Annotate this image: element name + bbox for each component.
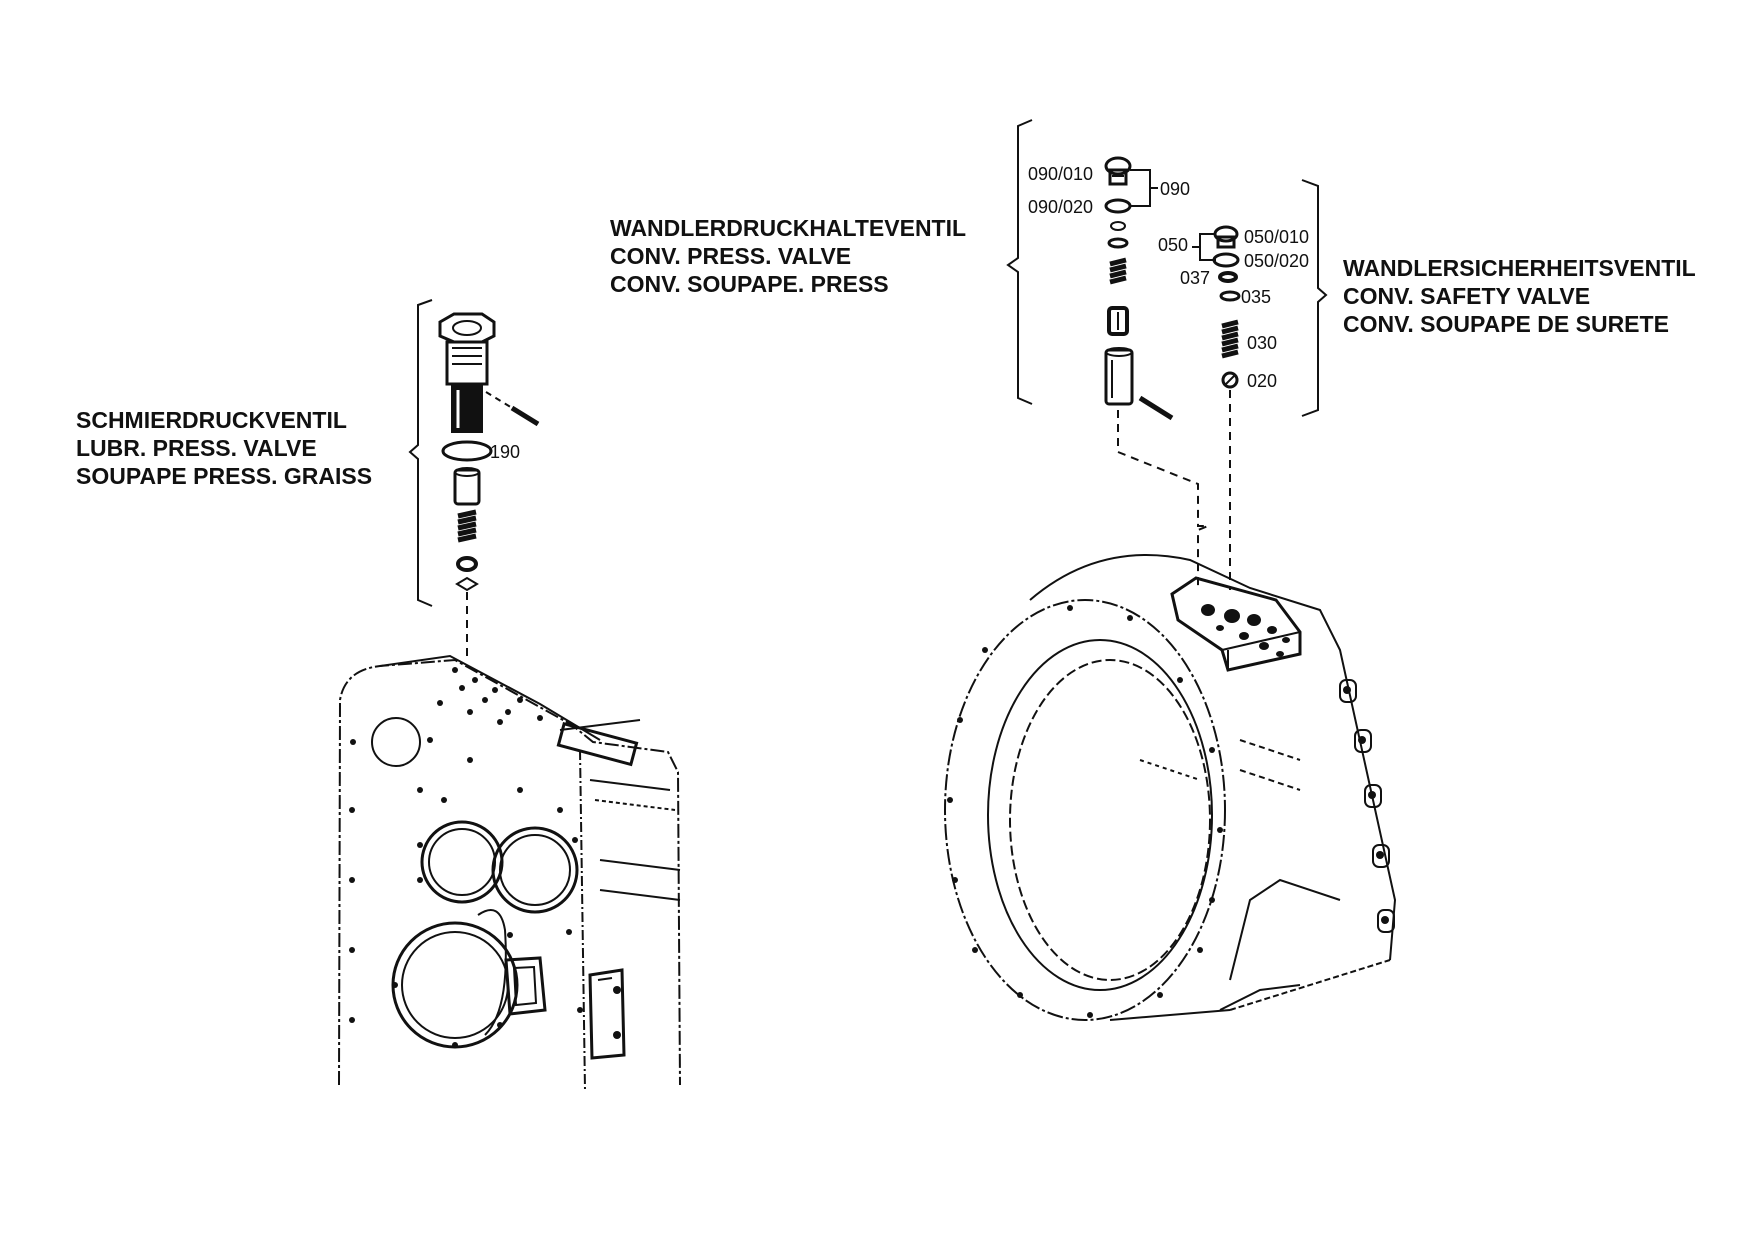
conv-press-washer-part xyxy=(1107,237,1129,249)
lubr-label-de: SCHMIERDRUCKVENTIL xyxy=(76,407,347,433)
conv-safety-label-fr: CONV. SOUPAPE DE SURETE xyxy=(1343,311,1669,337)
conv-press-small-ring-part xyxy=(1110,221,1126,231)
callout-050: 050 xyxy=(1158,235,1189,255)
left-transmission-housing xyxy=(338,654,681,1091)
conv-press-assembly-line xyxy=(1117,410,1209,590)
lubr-valve-spring-part xyxy=(457,509,477,543)
conv-safety-ball-020-part xyxy=(1221,371,1239,389)
right-converter-housing xyxy=(944,554,1397,1021)
lubr-label-fr: SOUPAPE PRESS. GRAISS xyxy=(76,463,373,489)
conv-safety-spring-030-part xyxy=(1221,319,1239,359)
callout-090-010: 090/010 xyxy=(1028,164,1094,184)
lubr-valve-plug-part xyxy=(438,312,496,433)
conv-safety-label-de: WANDLERSICHERHEITSVENTIL xyxy=(1343,255,1696,281)
conv-press-label-fr: CONV. SOUPAPE. PRESS xyxy=(610,271,889,297)
callout-050-020: 050/020 xyxy=(1244,251,1310,271)
conv-press-piston-part xyxy=(1107,306,1129,336)
conv-safety-plug-050-010-part xyxy=(1213,225,1239,249)
lubr-oring-190-part xyxy=(441,440,493,462)
conv-press-pin-part xyxy=(1138,395,1174,421)
conv-safety-disc-035-part xyxy=(1219,290,1241,302)
callout-035: 035 xyxy=(1241,287,1272,307)
conv-safety-oring-050-020-part xyxy=(1212,252,1240,268)
lubr-valve-piston-part xyxy=(453,467,481,506)
callout-090-020: 090/020 xyxy=(1028,197,1094,217)
lubr-valve-pin-part xyxy=(485,391,541,427)
conv-safety-label: WANDLERSICHERHEITSVENTIL CONV. SAFETY VA… xyxy=(1343,254,1696,338)
lubr-label-en: LUBR. PRESS. VALVE xyxy=(76,435,317,461)
conv-press-label-en: CONV. PRESS. VALVE xyxy=(610,243,852,269)
conv-press-plug-090-010-part xyxy=(1104,156,1132,186)
conv-press-label: WANDLERDRUCKHALTEVENTIL CONV. PRESS. VAL… xyxy=(610,214,966,298)
conv-safety-label-en: CONV. SAFETY VALVE xyxy=(1343,283,1591,309)
lubr-valve-bracket xyxy=(408,299,433,607)
conv-press-spring-part xyxy=(1109,257,1127,285)
callout-190: 190 xyxy=(490,442,521,462)
callout-037: 037 xyxy=(1180,268,1211,288)
callout-020: 020 xyxy=(1247,371,1278,391)
conv-press-bracket xyxy=(1006,119,1033,405)
conv-safety-050-bracket-line xyxy=(1192,233,1216,261)
conv-safety-washer-037-part xyxy=(1218,271,1238,283)
conv-press-090-bracket-line xyxy=(1130,169,1158,207)
lubr-valve-label: SCHMIERDRUCKVENTIL LUBR. PRESS. VALVE SO… xyxy=(76,406,372,490)
lubr-valve-seat-part xyxy=(455,576,479,592)
callout-090: 090 xyxy=(1160,179,1191,199)
conv-press-sleeve-part xyxy=(1104,347,1134,406)
conv-safety-bracket xyxy=(1301,179,1328,417)
conv-press-label-de: WANDLERDRUCKHALTEVENTIL xyxy=(610,215,967,241)
callout-030: 030 xyxy=(1247,333,1278,353)
conv-press-oring-090-020-part xyxy=(1104,198,1132,214)
callout-050-010: 050/010 xyxy=(1244,227,1310,247)
lubr-valve-washer-part xyxy=(456,556,478,572)
